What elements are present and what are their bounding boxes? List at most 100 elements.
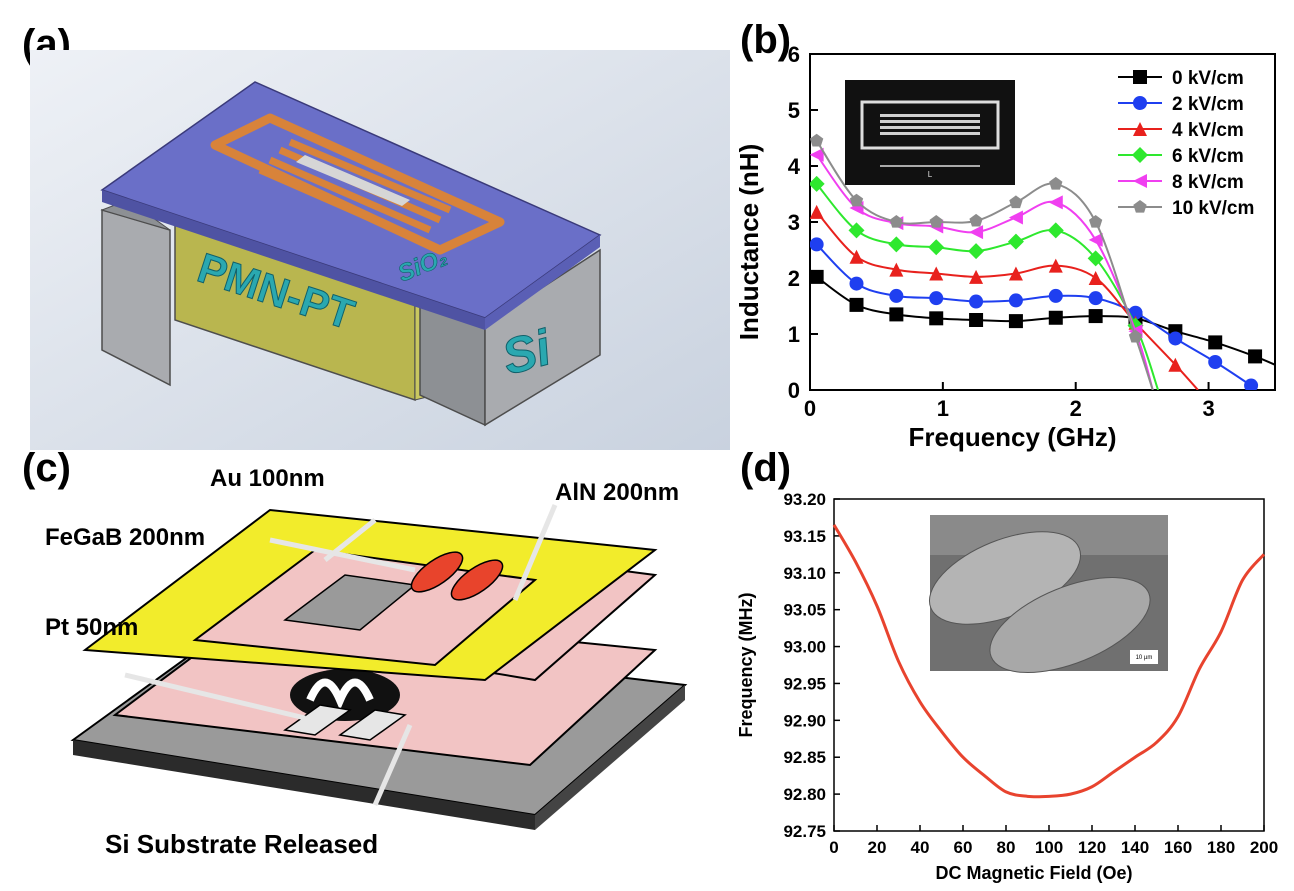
y-tick-label: 93.10 xyxy=(783,564,826,583)
data-point xyxy=(849,276,864,291)
data-point xyxy=(968,243,985,260)
data-point xyxy=(1048,195,1063,210)
data-point xyxy=(810,147,824,162)
y-tick-label: 92.95 xyxy=(783,674,826,693)
x-tick-label: 100 xyxy=(1035,838,1063,857)
y-tick-label: 5 xyxy=(788,98,800,123)
y-tick-label: 1 xyxy=(788,322,800,347)
series-line xyxy=(816,276,1275,366)
panel-a-illustration: PMN-PT SiO₂ Si xyxy=(30,50,730,450)
data-point xyxy=(1087,250,1104,267)
inset-b-outline xyxy=(860,100,1000,150)
series-line xyxy=(832,524,1266,799)
data-point xyxy=(848,222,865,239)
x-tick-label: 140 xyxy=(1121,838,1149,857)
data-point xyxy=(1008,266,1023,281)
x-tick-label: 20 xyxy=(868,838,887,857)
data-point xyxy=(888,236,905,253)
y-tick-label: 92.75 xyxy=(783,822,826,841)
aln-label: AlN 200nm xyxy=(555,479,679,506)
x-tick-label: 180 xyxy=(1207,838,1235,857)
x-tick-label: 3 xyxy=(1202,396,1214,421)
y-tick-label: 93.15 xyxy=(783,527,826,546)
y-tick-label: 92.80 xyxy=(783,785,826,804)
legend-label: 0 kV/cm xyxy=(1172,68,1244,89)
x-axis-label: DC Magnetic Field (Oe) xyxy=(935,863,1132,883)
data-point xyxy=(1049,176,1063,190)
frequency-chart: 10 µm 0 20 40 60 80 100 120 140 160 180 200 92.75 92.… xyxy=(736,490,1278,883)
legend-marker xyxy=(1133,122,1147,136)
x-tick-label: 200 xyxy=(1250,838,1278,857)
data-point xyxy=(889,307,904,322)
fegab-label: FeGaB 200nm xyxy=(45,524,205,551)
data-point xyxy=(810,204,824,219)
x-tick-label: 80 xyxy=(997,838,1016,857)
data-point xyxy=(1008,210,1023,225)
series-0 xyxy=(810,269,1275,366)
y-tick-label: 3 xyxy=(788,210,800,235)
data-point xyxy=(849,249,864,264)
x-tick-label: 160 xyxy=(1164,838,1192,857)
x-tick-label: 60 xyxy=(954,838,973,857)
y-tick-label: 2 xyxy=(788,266,800,291)
panel-label-c: (c) xyxy=(22,446,71,490)
data-point xyxy=(1048,310,1063,325)
data-point xyxy=(1208,355,1223,369)
y-axis-label: Inductance (nH) xyxy=(734,144,764,340)
data-point xyxy=(889,215,904,228)
data-point xyxy=(929,291,944,306)
y-tick-label: 93.05 xyxy=(783,601,826,620)
data-point xyxy=(929,311,944,326)
inset-b-scale-label: L xyxy=(928,170,933,179)
x-tick-label: 40 xyxy=(911,838,930,857)
data-point xyxy=(849,297,864,312)
data-point xyxy=(1244,378,1259,390)
inset-d-ellipse-right xyxy=(989,577,1151,673)
y-tick-label: 92.85 xyxy=(783,748,826,767)
fegab-ellipse-left xyxy=(410,551,464,593)
legend-marker xyxy=(1132,147,1148,163)
x-tick-label: 120 xyxy=(1078,838,1106,857)
data-point xyxy=(1088,232,1103,247)
panel-label-b: (b) xyxy=(740,18,792,62)
data-point xyxy=(1088,215,1103,228)
panel-label-d: (d) xyxy=(740,446,792,490)
data-point xyxy=(1088,271,1103,285)
data-point xyxy=(1208,335,1223,350)
series-2 xyxy=(810,204,1199,390)
x-tick-label: 0 xyxy=(829,838,838,857)
panel-c-illustration: Au 100nm AlN 200nm FeGaB 200nm Pt 50nm S… xyxy=(45,465,688,859)
data-point xyxy=(1168,331,1183,346)
data-point xyxy=(928,239,945,256)
data-point xyxy=(1128,329,1143,343)
y-tick-label: 0 xyxy=(788,378,800,403)
y-tick-label: 92.90 xyxy=(783,711,826,730)
pt-label: Pt 50nm xyxy=(45,614,138,641)
inset-b-line xyxy=(880,114,980,117)
legend-label: 8 kV/cm xyxy=(1172,172,1244,193)
x-tick-label: 2 xyxy=(1070,396,1082,421)
si-substrate-label: Si Substrate Released xyxy=(105,829,378,859)
data-point xyxy=(810,175,825,192)
data-point xyxy=(889,288,904,303)
data-point xyxy=(1088,309,1103,324)
y-tick-label: 93.00 xyxy=(783,638,826,657)
data-point xyxy=(1168,357,1183,372)
legend-label: 2 kV/cm xyxy=(1172,94,1244,115)
x-tick-label: 0 xyxy=(804,396,816,421)
data-point xyxy=(1008,314,1023,329)
data-point xyxy=(1088,291,1103,306)
data-point xyxy=(1048,288,1063,303)
data-point xyxy=(969,213,983,227)
data-point xyxy=(969,294,984,309)
legend-marker xyxy=(1133,200,1147,213)
data-point xyxy=(1009,195,1023,209)
inset-d-scale-label: 10 µm xyxy=(1136,655,1153,661)
legend-marker xyxy=(1133,96,1147,110)
data-point xyxy=(929,215,943,228)
data-point xyxy=(1007,233,1024,250)
x-tick-label: 1 xyxy=(937,396,949,421)
data-point xyxy=(849,193,864,207)
data-point xyxy=(810,133,824,147)
